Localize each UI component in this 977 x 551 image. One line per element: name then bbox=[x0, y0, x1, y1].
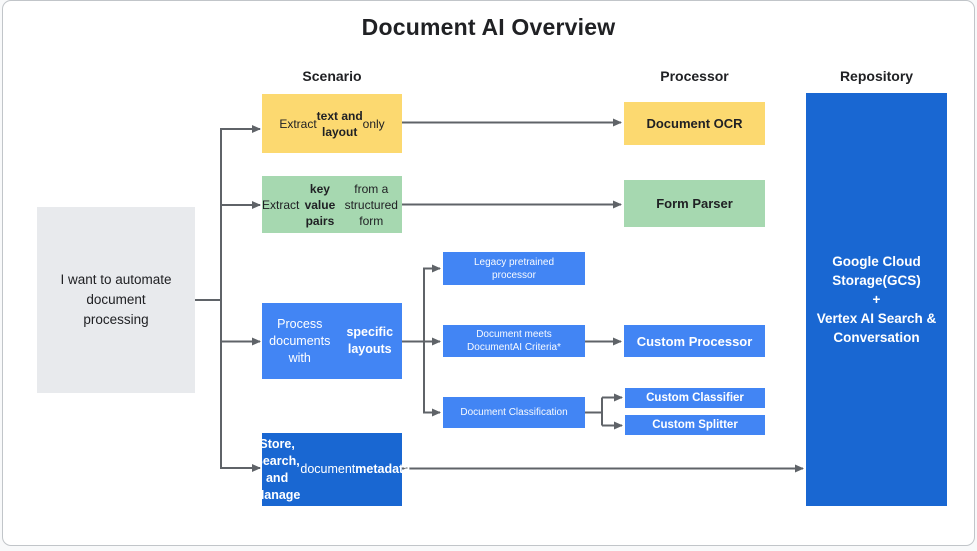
scenario-extract-text-layout-node: Extract text and layout only bbox=[262, 94, 402, 153]
processor-custom-classifier-node: Custom Classifier bbox=[625, 388, 765, 408]
start-node: I want to automate document processing bbox=[37, 207, 195, 393]
processor-custom-splitter-node: Custom Splitter bbox=[625, 415, 765, 435]
column-header-processor: Processor bbox=[660, 68, 729, 84]
branch-documentai-criteria-node: Document meets DocumentAI Criteria* bbox=[443, 325, 585, 357]
processor-document-ocr-node: Document OCR bbox=[624, 102, 765, 145]
column-header-scenario: Scenario bbox=[302, 68, 362, 84]
scenario-specific-layouts-node: Process documents with specific layouts bbox=[262, 303, 402, 379]
page-title: Document AI Overview bbox=[361, 14, 616, 40]
processor-custom-processor-node: Custom Processor bbox=[624, 325, 765, 357]
scenario-extract-key-value-node: Extract key value pairs from a structure… bbox=[262, 176, 402, 233]
branch-document-classification-node: Document Classification bbox=[443, 397, 585, 428]
processor-form-parser-node: Form Parser bbox=[624, 180, 765, 227]
column-header-repository: Repository bbox=[839, 68, 914, 84]
scenario-store-search-manage-node: Store, Search, and Manage document metad… bbox=[254, 433, 410, 506]
branch-legacy-pretrained-processor-node: Legacy pretrained processor bbox=[443, 252, 585, 285]
repository-node: Google Cloud Storage(GCS) + Vertex AI Se… bbox=[806, 93, 947, 506]
